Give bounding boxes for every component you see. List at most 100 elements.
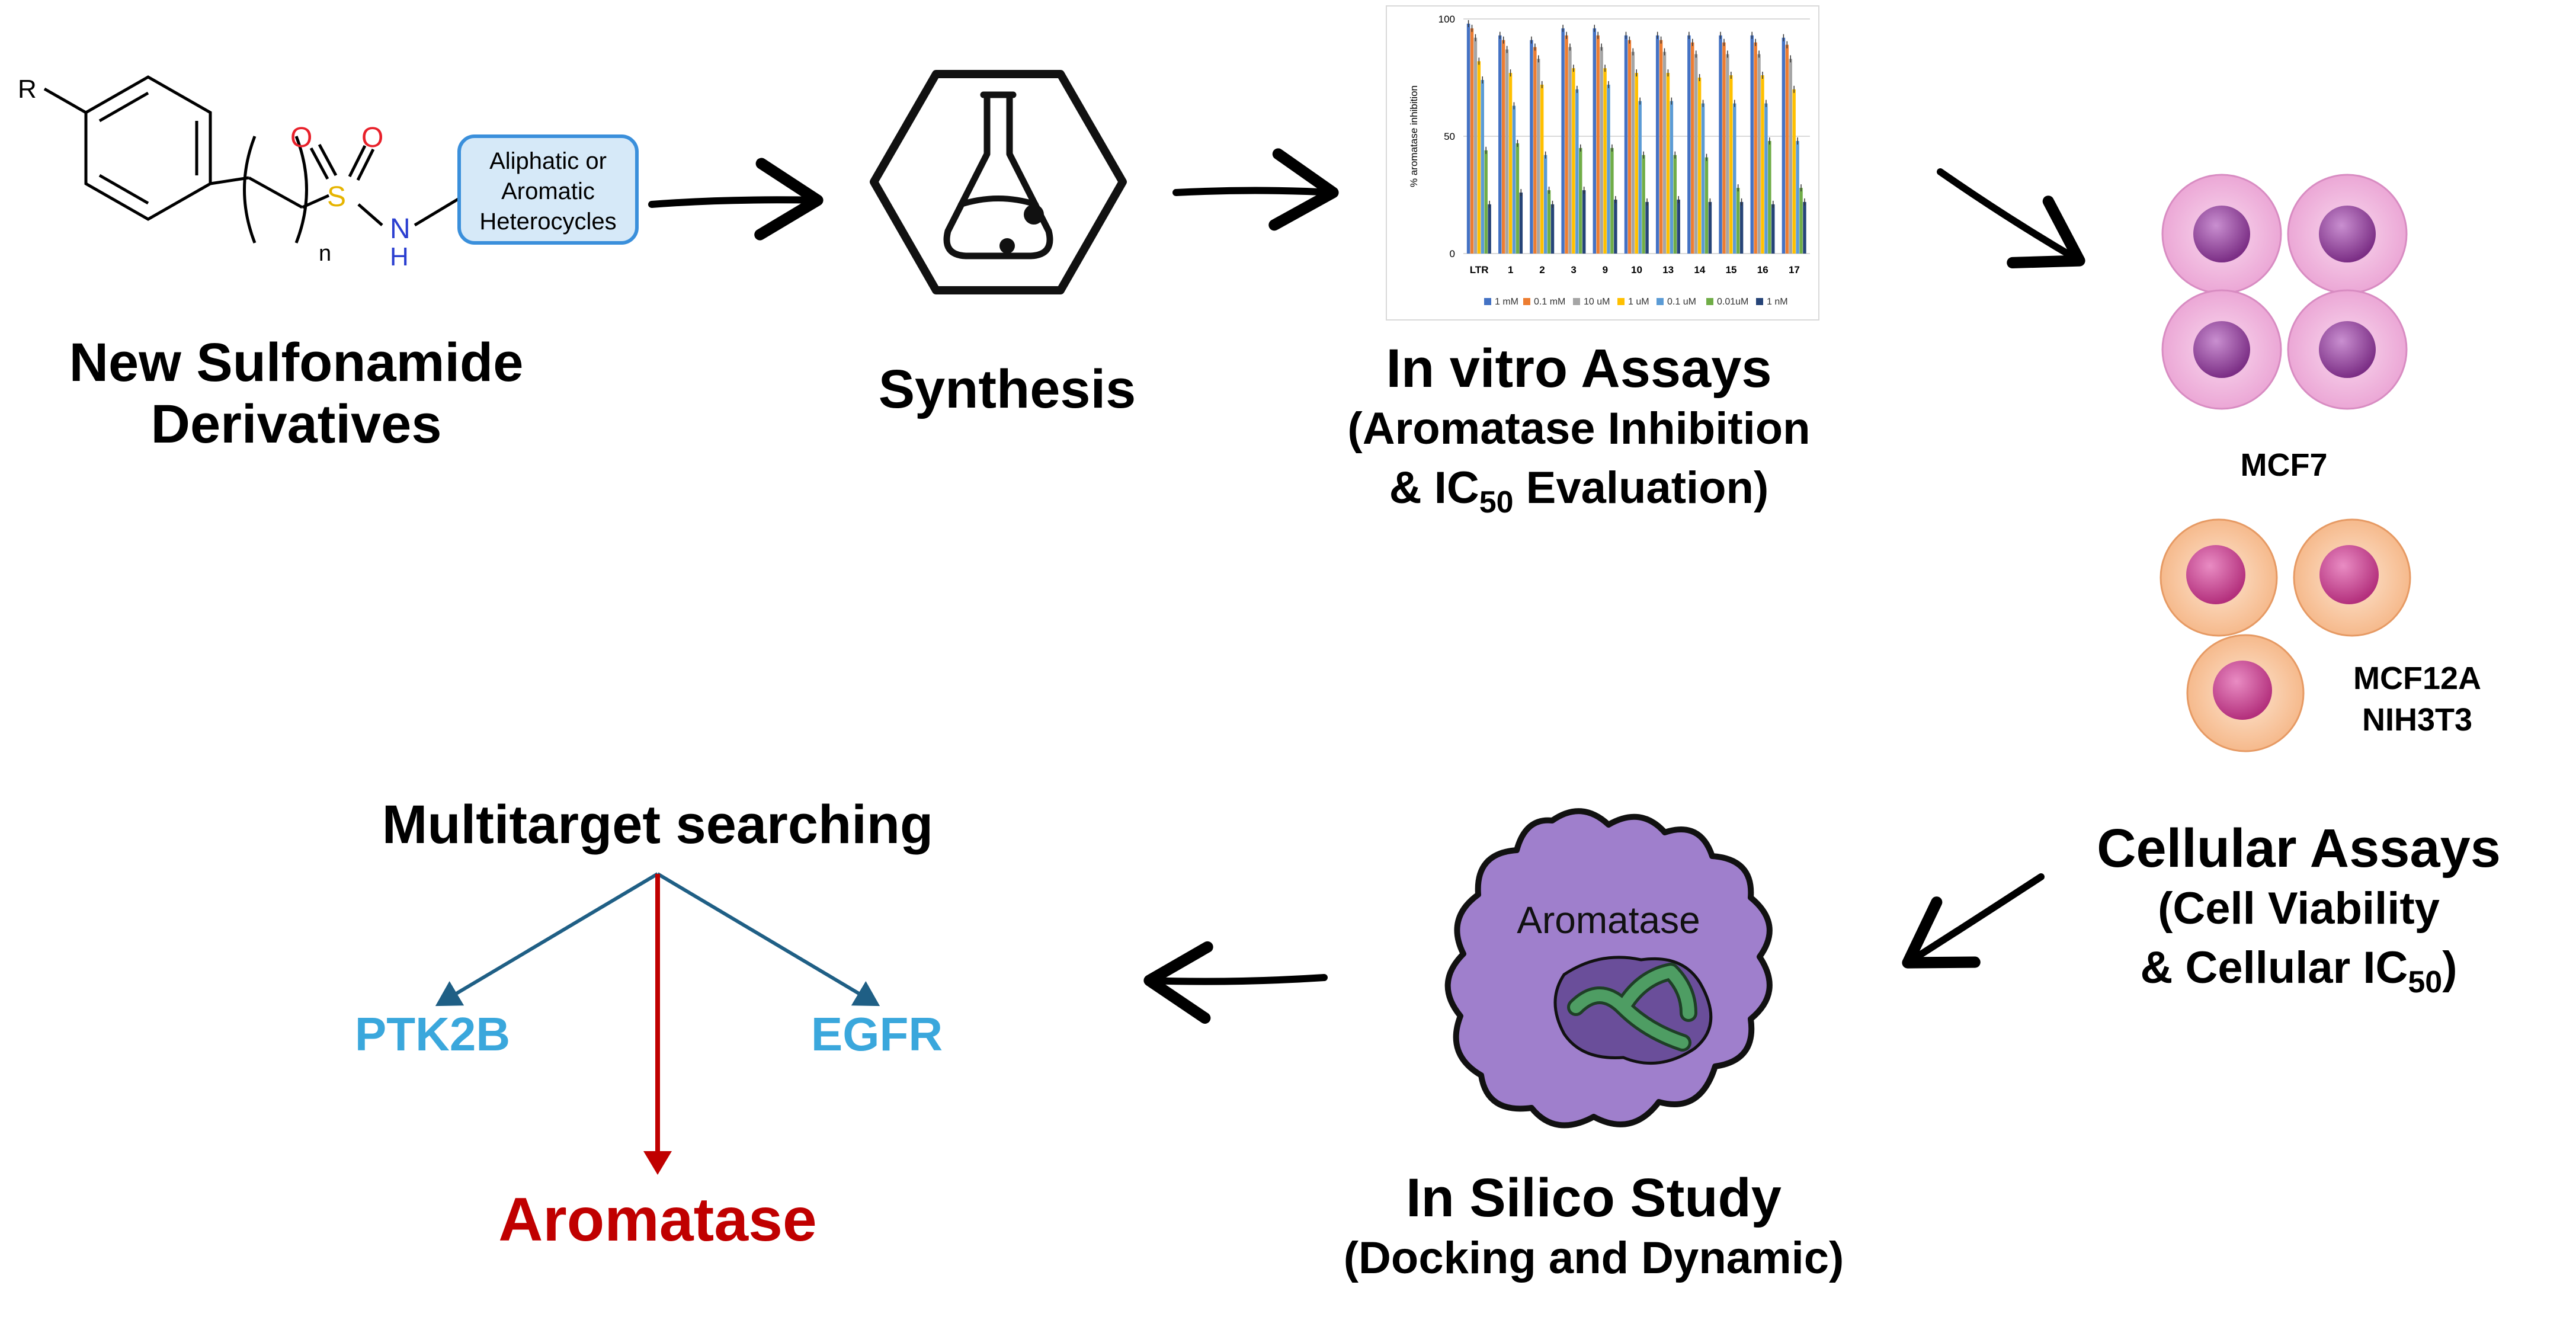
normal-cell bbox=[2186, 634, 2305, 752]
bar bbox=[1484, 150, 1488, 254]
bar bbox=[1501, 40, 1505, 254]
bar bbox=[1610, 148, 1614, 254]
bar bbox=[1662, 52, 1667, 254]
bar bbox=[1477, 61, 1481, 254]
legend-swatch bbox=[1573, 298, 1580, 305]
bar bbox=[1670, 101, 1674, 254]
bar bbox=[1550, 204, 1555, 254]
arrow-insilico-to-multitarget bbox=[1143, 941, 1328, 1024]
sulfur-label: S bbox=[327, 181, 346, 213]
bar bbox=[1645, 201, 1649, 254]
bar bbox=[1792, 89, 1796, 254]
insilico-title: In Silico Study bbox=[1406, 1168, 1782, 1228]
arrow-synthesis-to-invitro bbox=[1172, 148, 1339, 231]
insilico-caption: In Silico Study (Docking and Dynamic) bbox=[1268, 1167, 1920, 1288]
x-tick-label: 17 bbox=[1789, 264, 1800, 275]
bar bbox=[1659, 40, 1663, 254]
bar bbox=[1768, 140, 1771, 254]
bar bbox=[1624, 35, 1628, 254]
benzene-ring bbox=[84, 75, 212, 221]
insilico-sub: (Docking and Dynamic) bbox=[1343, 1233, 1844, 1283]
normal-cell bbox=[2293, 518, 2411, 637]
legend-swatch bbox=[1706, 298, 1713, 305]
arrow-invitro-to-cells bbox=[1937, 168, 2085, 269]
target-ptk2b: PTK2B bbox=[354, 1008, 511, 1060]
bar bbox=[1593, 28, 1597, 254]
bar bbox=[1543, 155, 1547, 254]
cellular-title: Cellular Assays bbox=[2097, 818, 2501, 879]
oxygen-left-label: O bbox=[290, 122, 312, 153]
aromatase-protein-label: Aromatase bbox=[1517, 899, 1700, 941]
invitro-caption: In vitro Assays (Aromatase Inhibition & … bbox=[1268, 338, 1890, 532]
branch-to-ptk2b bbox=[435, 872, 659, 1007]
legend-swatch bbox=[1617, 298, 1625, 305]
bar bbox=[1516, 143, 1520, 254]
bar bbox=[1754, 42, 1757, 254]
bar bbox=[1691, 42, 1694, 254]
heterocycle-line-1: Aliphatic or bbox=[489, 148, 607, 174]
bar bbox=[1582, 190, 1586, 254]
bar bbox=[1540, 84, 1544, 254]
cellular-sub1: (Cell Viability bbox=[2158, 883, 2440, 934]
x-tick-label: 13 bbox=[1662, 264, 1674, 275]
legend-entry: 0.1 uM bbox=[1667, 297, 1696, 307]
bar bbox=[1666, 73, 1670, 254]
bar bbox=[1466, 23, 1470, 254]
bar bbox=[1627, 40, 1632, 254]
mcf7-label: MCF7 bbox=[2240, 447, 2328, 483]
bar bbox=[1638, 101, 1642, 254]
arrow-cellular-to-insilico bbox=[1902, 873, 2045, 969]
mcf7-cells bbox=[2161, 174, 2408, 410]
multitarget-title: Multitarget searching bbox=[382, 794, 934, 855]
n-subscript-label: n bbox=[319, 241, 331, 266]
nitrogen-label: N bbox=[390, 213, 411, 245]
bar bbox=[1642, 155, 1645, 254]
bar bbox=[1736, 188, 1740, 254]
x-tick-label: 9 bbox=[1603, 264, 1608, 275]
legend-swatch bbox=[1756, 298, 1763, 305]
legend-entry: 1 uM bbox=[1628, 297, 1649, 307]
target-aromatase: Aromatase bbox=[498, 1185, 817, 1254]
bar bbox=[1701, 103, 1705, 254]
bar bbox=[1561, 28, 1565, 254]
bar bbox=[1719, 35, 1722, 254]
bar bbox=[1726, 54, 1729, 254]
cellular-sub2: & Cellular IC50) bbox=[2140, 943, 2458, 1000]
x-tick-label: 10 bbox=[1631, 264, 1642, 275]
synthesis-caption: Synthesis bbox=[878, 359, 1136, 419]
bar bbox=[1631, 52, 1635, 254]
bar bbox=[1572, 68, 1575, 254]
invitro-sub1: (Aromatase Inhibition bbox=[1347, 403, 1811, 454]
legend-swatch bbox=[1523, 298, 1530, 305]
mcf7-cell bbox=[2287, 174, 2408, 294]
bar bbox=[1579, 148, 1582, 254]
cellular-caption: Cellular Assays (Cell Viability & Cellul… bbox=[2038, 818, 2559, 1012]
x-tick-label: LTR bbox=[1470, 264, 1489, 275]
molecule-caption: New Sulfonamide Derivatives bbox=[69, 332, 524, 454]
bar bbox=[1704, 157, 1709, 254]
heterocycle-line-2: Aromatic bbox=[501, 178, 595, 204]
bar bbox=[1708, 201, 1712, 254]
sulfonamide-structure bbox=[43, 75, 460, 243]
arrow-molecule-to-synthesis bbox=[648, 158, 824, 241]
legend-entry: 1 mM bbox=[1495, 297, 1518, 307]
bar bbox=[1488, 204, 1491, 254]
x-tick-label: 1 bbox=[1508, 264, 1513, 275]
bar bbox=[1614, 199, 1617, 254]
branch-to-egfr bbox=[656, 872, 880, 1007]
bar bbox=[1789, 59, 1792, 254]
bar bbox=[1761, 75, 1764, 254]
invitro-sub2: & IC50 Evaluation) bbox=[1389, 463, 1769, 520]
bar bbox=[1799, 188, 1803, 254]
bar bbox=[1537, 59, 1540, 254]
x-tick-label: 15 bbox=[1726, 264, 1737, 275]
bar bbox=[1565, 35, 1568, 254]
bar bbox=[1655, 35, 1659, 254]
heterocycle-box bbox=[457, 134, 639, 245]
bar bbox=[1697, 78, 1702, 254]
bar bbox=[1530, 40, 1533, 254]
bar bbox=[1771, 204, 1775, 254]
